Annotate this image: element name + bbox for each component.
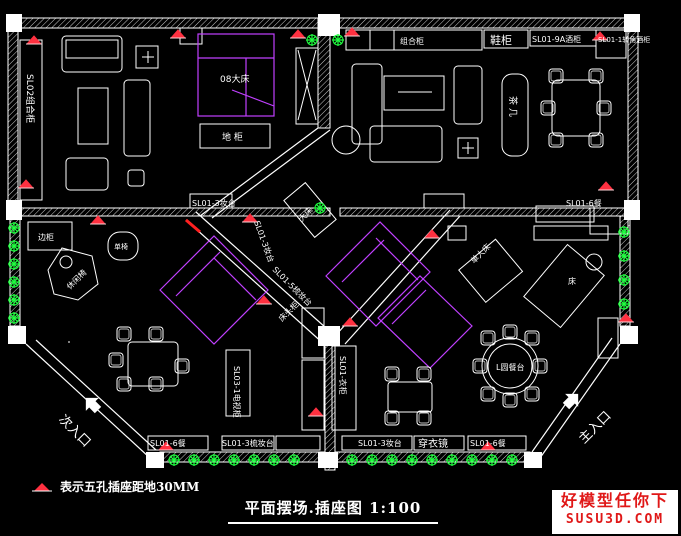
label-wardrobe-bottom: 穿衣镜 xyxy=(418,437,448,450)
label-table-sl01-3-top: SL01-3妆台 xyxy=(192,198,236,208)
label-combo-cabinet-left: SL02组合柜 xyxy=(24,74,36,123)
label-corner-cabinet: SL01-1转角酒柜 xyxy=(598,35,650,44)
label-entrance-main: 主入口 xyxy=(576,409,614,447)
label-chest-bottom: SL01-3妆台 xyxy=(358,438,402,448)
watermark: 好模型任你下 SUSU3D.COM xyxy=(552,490,678,534)
right-room-furniture xyxy=(331,29,629,235)
outlet-legend-icon xyxy=(32,482,52,491)
left-room-furniture xyxy=(19,27,319,201)
diagonal-bed-left xyxy=(159,235,269,345)
label-dresser-bottom: SL01-3梳妆台 xyxy=(222,438,274,448)
diagonal-partitions xyxy=(185,127,461,346)
bottom-cabinets xyxy=(147,435,527,451)
diagonal-cabinets xyxy=(189,181,465,431)
label-single-bed: 单人床 xyxy=(468,241,492,265)
label-entrance-side: 次入口 xyxy=(55,412,94,451)
diagonal-bed-center xyxy=(325,221,431,327)
label-cabinet-tall: SL03-1电视柜 xyxy=(232,366,242,418)
label-dining-bottom-left: SL01-6餐 xyxy=(150,439,186,448)
big-bed xyxy=(197,33,275,117)
room-labels: SL02组合柜 08大床 地 柜 鞋柜 组合柜 SL01-9A酒柜 SL01-1… xyxy=(24,33,650,450)
label-wine-cabinet: SL01-9A酒柜 xyxy=(532,34,581,44)
drawing-title: 平面摆场.插座图 1:100 xyxy=(228,496,438,524)
label-table-sl01-3-diag: SL01-3妆台 xyxy=(252,219,276,263)
legend: 表示五孔插座距地30MM xyxy=(30,478,199,495)
entrance-arrows xyxy=(85,393,579,414)
label-floor-cabinet: 地 柜 xyxy=(222,131,243,143)
label-wardrobe-mid: SL01-衣柜 xyxy=(338,356,348,395)
label-bed-diag2: 床 xyxy=(568,276,576,286)
label-dining-right: SL01-6餐 xyxy=(566,199,602,208)
diagonal-bed-right xyxy=(377,275,473,369)
label-dining-bottom-right: SL01-6餐 xyxy=(470,439,506,448)
label-tea-table: 茶 几 xyxy=(507,96,519,117)
pillars xyxy=(6,14,640,468)
watermark-line1: 好模型任你下 xyxy=(560,491,669,510)
walls xyxy=(7,17,639,471)
legend-text: 表示五孔插座距地30MM xyxy=(60,480,200,494)
label-big-bed: 08大床 xyxy=(220,73,249,85)
label-armchair: 单椅 xyxy=(114,242,128,251)
label-combo-cabinet-top: 组合柜 xyxy=(400,36,424,46)
right-mid-furniture xyxy=(384,225,619,426)
label-dining-round: L圆餐台 xyxy=(496,362,524,372)
label-leisure: 休闲椅 xyxy=(64,267,88,291)
watermark-line2: SUSU3D.COM xyxy=(565,512,665,527)
label-sofa-side: 边柜 xyxy=(38,232,54,242)
label-shoe-cabinet: 鞋柜 xyxy=(490,33,512,47)
left-mid-furniture xyxy=(27,221,190,392)
entrance-walls xyxy=(25,337,621,459)
